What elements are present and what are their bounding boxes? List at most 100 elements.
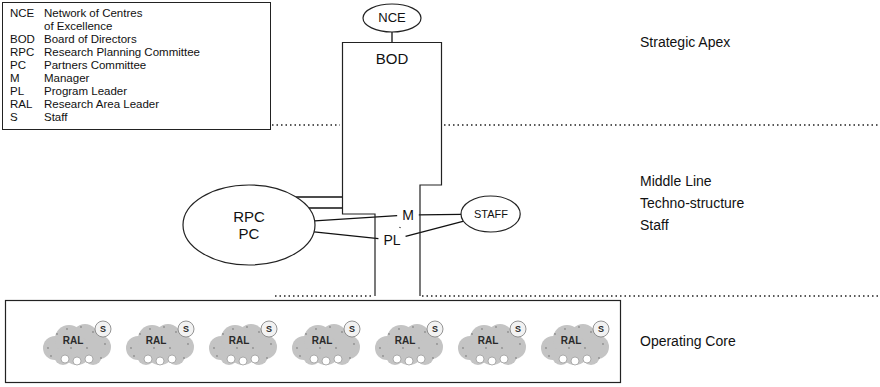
cloud-speckle (100, 357, 102, 359)
cloud-speckle (56, 333, 58, 335)
cloud-speckle (481, 328, 483, 330)
dotted-divider (272, 124, 340, 125)
cloud-speckle (412, 326, 414, 328)
cloud-speckle (163, 326, 165, 328)
cloud-speckle (598, 357, 600, 359)
cloud-speckle (149, 328, 151, 330)
cloud-speckle (222, 333, 224, 335)
layer-label-holder: Techno-structure (640, 196, 744, 211)
member-dot (227, 355, 235, 363)
abbreviation-meaning: Research Area Leader (44, 98, 260, 111)
research-area-cloud: RALS (124, 318, 198, 368)
cloud-speckle (50, 355, 52, 357)
layer-label-holder: Staff (640, 218, 669, 233)
cloud-speckle (353, 343, 355, 345)
cloud-speckle (216, 355, 218, 357)
cloud-speckle (424, 331, 426, 333)
cloud-speckle (554, 333, 556, 335)
connector-line (399, 226, 401, 228)
staff-mark: S (266, 324, 272, 334)
member-dot (583, 355, 591, 363)
cloud-lobe (469, 347, 487, 365)
committee-ellipse: NCE (363, 4, 421, 32)
ellipse-outline (363, 4, 421, 32)
node-text: S (183, 324, 189, 334)
node-text: S (100, 324, 106, 334)
member-dot (417, 355, 425, 363)
node-text: S (349, 324, 355, 334)
cloud-speckle (436, 343, 438, 345)
leader-mark: RAL (478, 336, 499, 346)
abbreviation-meaning: Board of Directors (44, 33, 260, 46)
member-dot (156, 357, 164, 365)
cloud-speckle (485, 347, 487, 349)
leader-mark: RAL (229, 336, 250, 346)
member-dot (405, 357, 413, 365)
staff-circle (427, 321, 443, 337)
connector-line (309, 207, 342, 208)
layer-label-holder: Operating Core (640, 334, 736, 349)
cloud-lobe (250, 347, 268, 365)
abbreviation: RAL (10, 98, 44, 111)
abbreviation: BOD (10, 33, 44, 46)
abbreviation: M (10, 72, 44, 85)
cloud-speckle (252, 347, 254, 349)
research-area-cloud: RALS (456, 318, 530, 368)
node-text-block: NCE (376, 10, 407, 27)
member-dot (559, 355, 567, 363)
cloud-speckle (462, 347, 464, 349)
leader-mark: RAL (395, 336, 416, 346)
cloud-speckle (86, 347, 88, 349)
cloud-speckle (130, 347, 132, 349)
operating-core-box (6, 301, 621, 383)
role-label: PL (381, 231, 402, 249)
member-dot (168, 355, 176, 363)
cloud-speckle (602, 343, 604, 345)
research-area-cloud: RAL S (539, 318, 613, 368)
layer-label-holder: Strategic Apex (640, 35, 730, 50)
member-dot (476, 355, 484, 363)
staff-circle (593, 321, 609, 337)
node-text: NCE (378, 11, 405, 26)
connector-line (419, 214, 462, 216)
node-text: RAL (63, 335, 84, 346)
abbreviation: PC (10, 59, 44, 72)
cloud-speckle (501, 347, 503, 349)
cloud-lobe (303, 347, 321, 365)
cloud-speckle (507, 331, 509, 333)
staff-mark: S (349, 324, 355, 334)
cloud-speckle (515, 357, 517, 359)
member-dot (393, 355, 401, 363)
cloud-speckle (258, 331, 260, 333)
apex-title: BOD (342, 50, 442, 67)
cloud-speckle (183, 357, 185, 359)
cloud-speckle (335, 347, 337, 349)
research-area-cloud: RALS (373, 318, 447, 368)
cloud-speckle (270, 343, 272, 345)
node-text-block: RPCPC (231, 207, 267, 244)
member-dot (334, 355, 342, 363)
node-text-block: PL (381, 231, 402, 249)
cloud-lobe (552, 347, 570, 365)
connector-line (315, 216, 398, 221)
staff-mark: S (598, 324, 604, 334)
cloud-speckle (305, 333, 307, 335)
cloud-speckle (213, 347, 215, 349)
cloud-speckle (432, 357, 434, 359)
cloud-speckle (590, 331, 592, 333)
research-area-cloud: RAL S (41, 318, 115, 368)
cloud-speckle (133, 355, 135, 357)
leader-mark: RAL (63, 336, 84, 346)
connector-line (406, 221, 464, 236)
layer-label: Techno-structure (640, 195, 744, 211)
role-label: M (400, 206, 416, 224)
cloud-speckle (232, 328, 234, 330)
cloud-speckle (578, 326, 580, 328)
cloud-lobe (333, 347, 351, 365)
node-text: RAL (561, 335, 582, 346)
cloud-body (541, 324, 609, 365)
node-text-block: M (400, 206, 416, 224)
layer-label: Staff (640, 217, 669, 233)
abbreviation: NCE (10, 7, 44, 20)
